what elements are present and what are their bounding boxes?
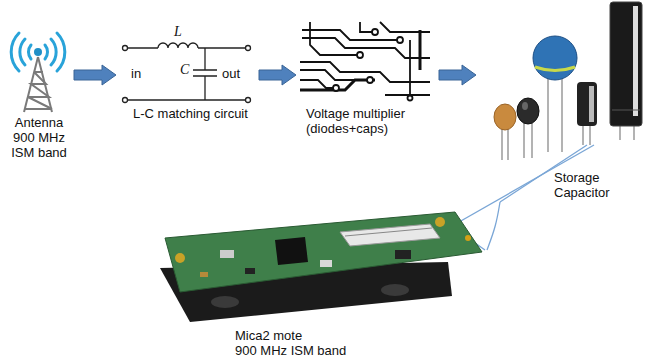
pcb-illustration (372, 29, 378, 35)
battery-slot (381, 284, 409, 296)
capacitor-leg (548, 78, 562, 152)
node-label: 900 MHz ISM band (8, 130, 70, 160)
radio-wave (20, 39, 25, 65)
capacitor-leg (620, 125, 634, 140)
capacitor-leg (583, 125, 590, 145)
component (200, 272, 208, 277)
storage-capacitor-node: Storage Capacitor (478, 4, 644, 202)
capacitor-band (535, 67, 575, 71)
capacitor-stripe (633, 6, 638, 116)
radio-wave (51, 39, 56, 65)
pcb-illustration (333, 85, 339, 91)
pcb-illustration (408, 96, 413, 101)
ceramic-capacitor (517, 98, 539, 124)
port-label: in (131, 66, 141, 81)
pcb-illustration (385, 94, 430, 96)
terminal (246, 46, 251, 51)
node-label: Mica2 mote (235, 328, 485, 343)
node-label: Storage Capacitor (554, 170, 642, 200)
port-label: out (222, 66, 240, 81)
wire-connector (487, 202, 500, 250)
antenna-pin (465, 235, 471, 241)
pcb-illustration (300, 80, 336, 88)
mounting-hole (435, 217, 445, 227)
pcb-illustration (419, 30, 422, 70)
board-connector (340, 224, 440, 246)
tower-lattice (28, 72, 52, 109)
node-label: Voltage multiplier (306, 106, 435, 121)
radio-wave (57, 33, 65, 71)
node-label: 900 MHz ISM band (235, 343, 485, 358)
pcb-illustration (380, 22, 430, 32)
ceramic-capacitor (494, 104, 516, 130)
component-symbol-label: C (180, 62, 189, 78)
radio-wave (45, 45, 48, 59)
pcb-illustration (367, 77, 373, 83)
radio-wave (11, 33, 65, 71)
mote-illustration (160, 212, 482, 322)
terminal (246, 98, 251, 103)
terminal (123, 46, 128, 51)
block-arrow (439, 65, 476, 85)
wire (125, 47, 158, 48)
mounting-hole (175, 253, 185, 263)
tower-lattice (24, 57, 52, 112)
capacitor-illustration (494, 2, 642, 160)
wire (125, 99, 248, 100)
tower-lattice (25, 72, 52, 109)
antenna-node: Antenna900 MHz ISM band (8, 35, 72, 162)
radio-wave (28, 45, 31, 59)
ceramic-capacitor (533, 36, 577, 80)
pcb-illustration (409, 40, 411, 98)
antenna-illustration (11, 33, 65, 112)
component-symbol-label: L (174, 24, 182, 40)
node-label: (diodes+caps) (306, 121, 435, 136)
block-arrow (74, 65, 116, 85)
node-label: L-C matching circuit (133, 106, 255, 121)
radio-wave (11, 33, 19, 71)
chip (275, 237, 308, 265)
electrolytic-capacitor (577, 82, 597, 126)
circuit-board (165, 212, 482, 292)
pcb-illustration (397, 37, 403, 43)
battery-slot (211, 296, 239, 308)
pcb-illustration (310, 22, 360, 55)
node-label: Antenna (8, 115, 70, 130)
component (245, 268, 255, 274)
pcb-illustration (300, 22, 430, 101)
capacitor-trim (612, 110, 640, 111)
inductor-symbol (158, 43, 198, 48)
capacitor-symbol (193, 48, 217, 100)
antenna-tip (34, 48, 42, 56)
voltage-multiplier-node: Voltage multiplier(diodes+caps) (298, 18, 437, 138)
capacitor-leg (502, 128, 508, 160)
component (395, 250, 411, 259)
pcb-illustration (357, 52, 363, 58)
terminal (123, 98, 128, 103)
connector-pins (345, 228, 432, 236)
block-arrow (259, 65, 296, 85)
capacitor-leg (524, 123, 532, 158)
capacitor-stripe (589, 86, 594, 122)
component (220, 250, 234, 258)
capacitor-highlight (522, 102, 528, 110)
component (320, 260, 332, 267)
pcb-illustration (300, 80, 375, 90)
mote-node: Mica2 mote900 MHz ISM band (150, 205, 487, 360)
electrolytic-capacitor (610, 2, 642, 126)
lc-schematic (123, 43, 251, 103)
